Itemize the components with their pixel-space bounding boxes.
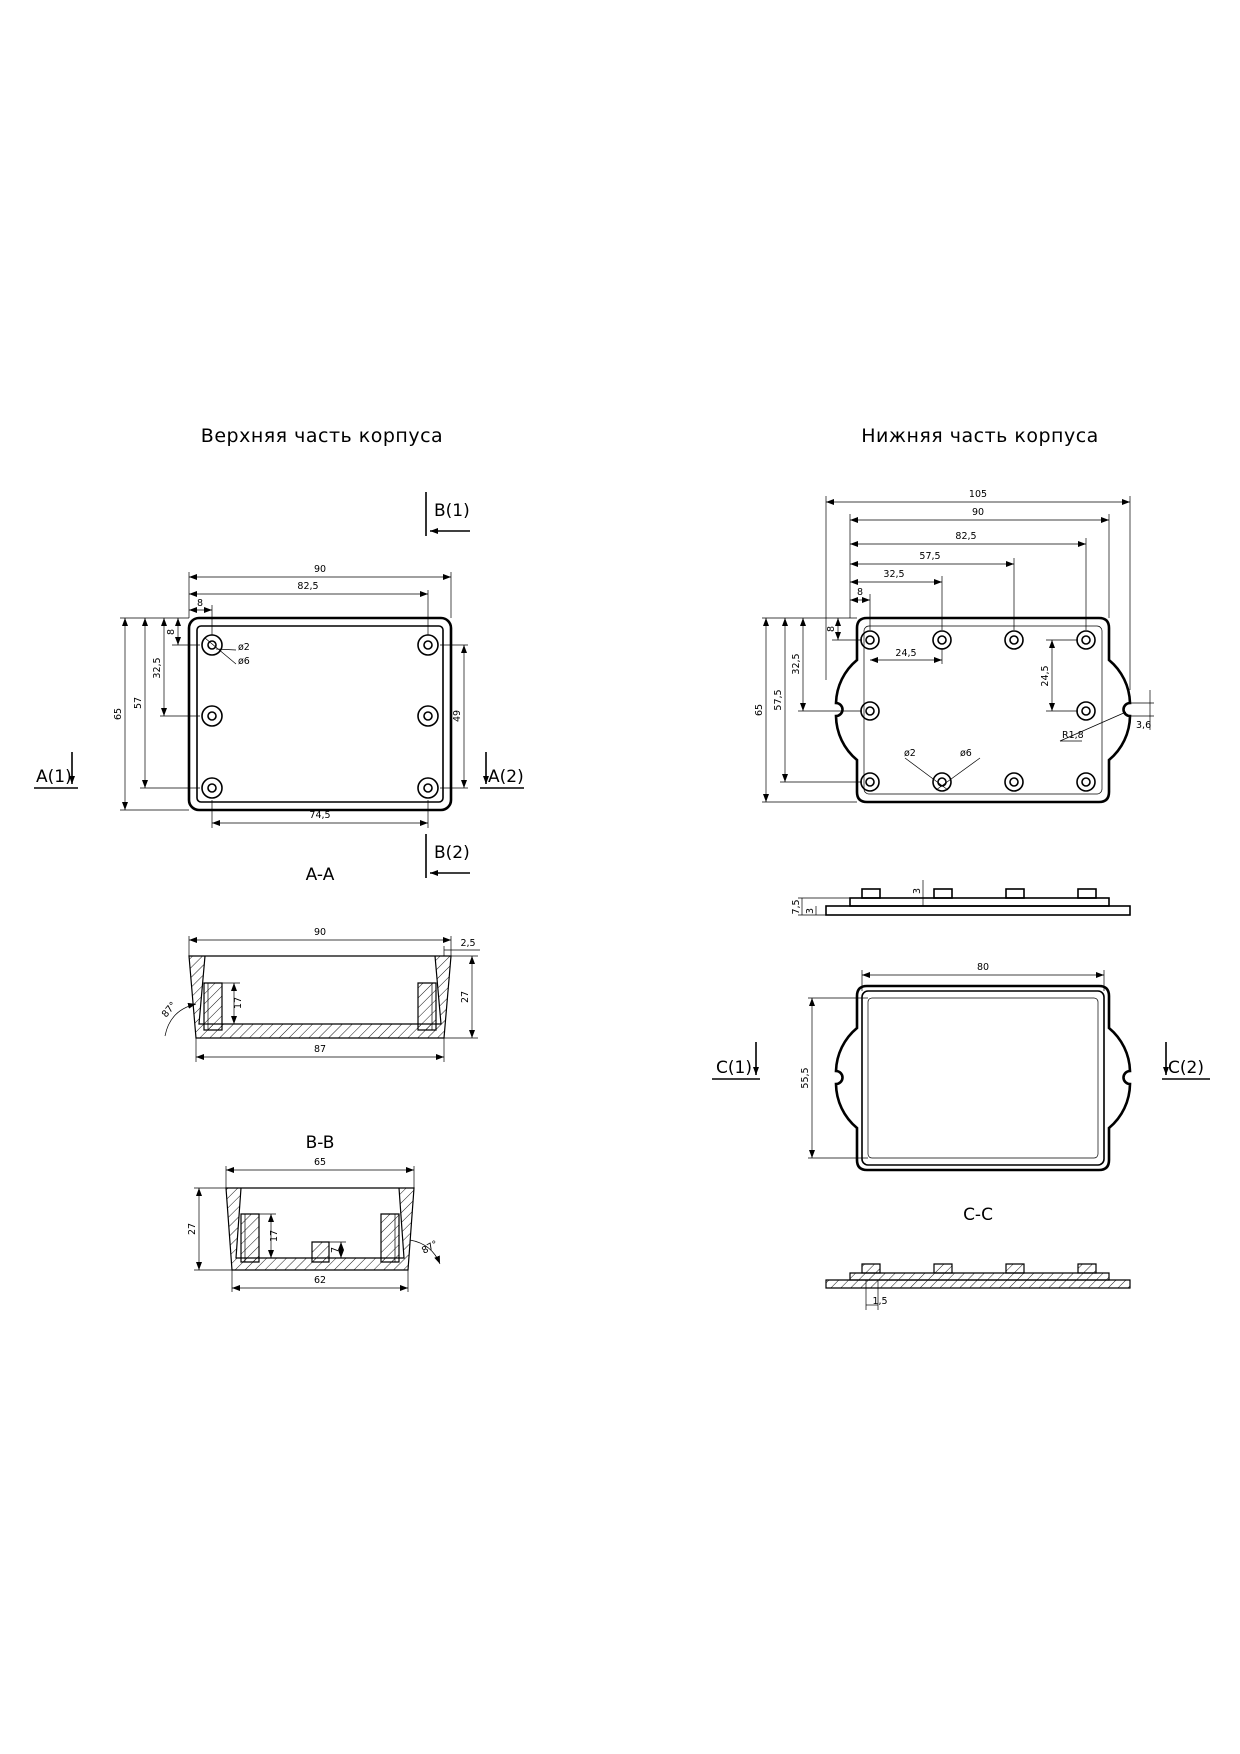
svg-text:B(2): B(2) bbox=[434, 843, 470, 863]
dim-bot-8-h: 8 bbox=[857, 587, 863, 598]
dim-bot-d6: ø6 bbox=[960, 748, 972, 759]
dim-top-d6: ø6 bbox=[238, 656, 250, 667]
dim-bot-d2: ø2 bbox=[904, 748, 916, 759]
section-bb-title: B-B bbox=[306, 1133, 335, 1153]
dim-cplate-80: 80 bbox=[977, 962, 989, 973]
marker-c1: C(1) bbox=[712, 1042, 760, 1080]
dim-bb-65: 65 bbox=[314, 1157, 326, 1168]
upper-part-title: Верхняя часть корпуса bbox=[201, 425, 443, 447]
dim-aa-27: 27 bbox=[460, 991, 471, 1003]
dim-aa-90: 90 bbox=[314, 927, 326, 938]
lower-top-view: 105 90 82,5 57,5 32,5 8 65 57,5 32,5 8 2 bbox=[754, 489, 1154, 804]
dim-top-d2: ø2 bbox=[238, 642, 250, 653]
upper-bosses bbox=[201, 634, 439, 799]
dim-side-3a: 3 bbox=[805, 908, 816, 914]
section-aa-title: A-A bbox=[306, 865, 335, 885]
dim-top-74-5: 74,5 bbox=[309, 810, 330, 821]
dim-aa-angle: 87° bbox=[160, 1000, 179, 1020]
dim-top-32-5: 32,5 bbox=[152, 657, 163, 678]
lower-plate-view: 80 55,5 bbox=[800, 962, 1132, 1172]
dim-bb-7: 7 bbox=[330, 1247, 341, 1253]
dim-bot-105: 105 bbox=[969, 489, 987, 500]
dim-bot-8-v: 8 bbox=[826, 626, 837, 632]
dim-aa-2-5: 2,5 bbox=[460, 938, 475, 949]
marker-c2: C(2) bbox=[1162, 1042, 1210, 1080]
dim-bb-27: 27 bbox=[187, 1223, 198, 1235]
dim-top-8-h: 8 bbox=[197, 598, 203, 609]
dim-bot-3-6: 3,6 bbox=[1136, 720, 1151, 731]
section-aa-view: 90 2,5 27 17 87 87° bbox=[160, 927, 480, 1062]
svg-text:A(1): A(1) bbox=[36, 767, 72, 787]
dim-cplate-55-5: 55,5 bbox=[800, 1067, 811, 1088]
upper-top-view: 90 82,5 8 65 57 32,5 8 49 74,5 bbox=[113, 564, 468, 828]
dim-bot-57-5-v: 57,5 bbox=[773, 689, 784, 710]
svg-text:B(1): B(1) bbox=[434, 501, 470, 521]
dim-bot-90: 90 bbox=[972, 507, 984, 518]
svg-text:C(1): C(1) bbox=[716, 1058, 752, 1078]
dim-top-82-5: 82,5 bbox=[297, 581, 318, 592]
dim-top-65: 65 bbox=[113, 708, 124, 720]
dim-bb-62: 62 bbox=[314, 1275, 326, 1286]
section-cc-view: 1,5 bbox=[825, 1263, 1131, 1310]
dim-bb-angle: 87° bbox=[420, 1239, 440, 1257]
dim-cc-1-5: 1,5 bbox=[872, 1296, 887, 1307]
dim-bot-24-5-v: 24,5 bbox=[1040, 665, 1051, 686]
svg-text:A(2): A(2) bbox=[488, 767, 524, 787]
dim-top-8-v: 8 bbox=[166, 629, 177, 635]
lower-part-title: Нижняя часть корпуса bbox=[861, 425, 1099, 447]
dim-bot-32-5-v: 32,5 bbox=[791, 653, 802, 674]
dim-bot-82-5: 82,5 bbox=[955, 531, 976, 542]
dim-top-90: 90 bbox=[314, 564, 326, 575]
dim-bot-57-5-h: 57,5 bbox=[919, 551, 940, 562]
dim-bot-24-5-h: 24,5 bbox=[895, 648, 916, 659]
marker-a1: A(1) bbox=[34, 752, 78, 789]
dim-bot-32-5-h: 32,5 bbox=[883, 569, 904, 580]
dim-side-7-5: 7,5 bbox=[791, 899, 802, 914]
dim-aa-17: 17 bbox=[233, 997, 244, 1009]
dim-bot-65: 65 bbox=[754, 704, 765, 716]
dim-aa-87: 87 bbox=[314, 1044, 326, 1055]
dim-top-57: 57 bbox=[133, 697, 144, 709]
dim-top-49: 49 bbox=[452, 710, 463, 722]
dim-bot-r1-8: R1,8 bbox=[1062, 730, 1084, 741]
marker-b2: B(2) bbox=[425, 834, 470, 878]
svg-text:C(2): C(2) bbox=[1168, 1058, 1204, 1078]
dim-side-3b: 3 bbox=[912, 888, 923, 894]
section-bb-view: 65 27 17 7 62 87° bbox=[187, 1157, 441, 1292]
section-cc-title: C-C bbox=[963, 1205, 993, 1225]
marker-a2: A(2) bbox=[480, 752, 524, 789]
dim-bb-17: 17 bbox=[269, 1230, 280, 1242]
lower-side-view: 7,5 3 3 bbox=[791, 880, 1131, 916]
marker-b1: B(1) bbox=[425, 492, 470, 536]
